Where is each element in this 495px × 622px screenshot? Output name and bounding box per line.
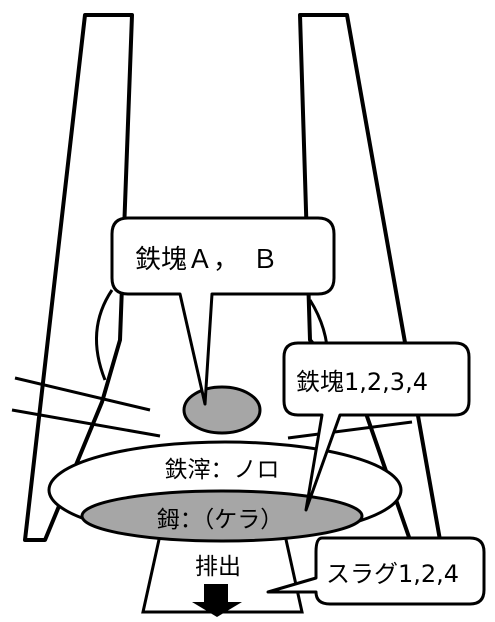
inner-curve-left bbox=[95, 289, 114, 381]
callout-lump-1234: 鉄塊1,2,3,4 bbox=[282, 341, 471, 512]
label-noro: 鉄滓：ノロ bbox=[165, 457, 280, 483]
tuyere-left bbox=[11, 376, 161, 438]
callout-slag: スラグ1,2,4 bbox=[266, 536, 486, 606]
label-slag: スラグ1,2,4 bbox=[326, 560, 459, 588]
label-kera: 鉧：（ケラ） bbox=[157, 507, 284, 533]
iron-lump bbox=[182, 385, 262, 435]
label-discharge: 排出 bbox=[195, 554, 241, 580]
kera-bloom bbox=[80, 489, 364, 543]
down-arrow-icon bbox=[192, 584, 242, 617]
furnace-wall-left bbox=[23, 13, 134, 542]
label-lump-1234: 鉄塊1,2,3,4 bbox=[296, 368, 428, 396]
label-lump-ab: 鉄塊Ａ， Ｂ bbox=[135, 245, 278, 275]
callout-lump-ab: 鉄塊Ａ， Ｂ bbox=[110, 216, 336, 406]
